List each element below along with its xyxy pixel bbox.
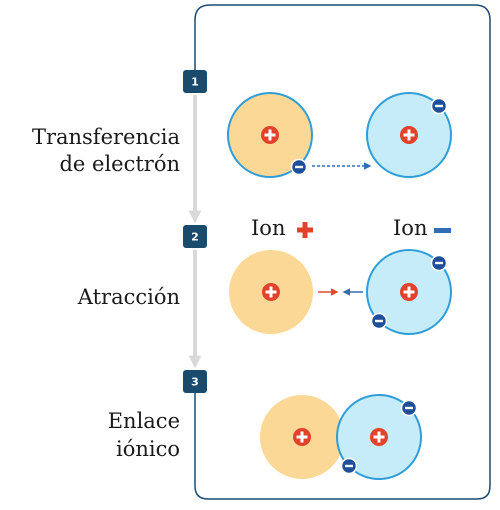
electron-minus-icon: [430, 254, 448, 272]
step-3-label-line-2: iónico: [116, 437, 180, 461]
step-1-atoms: [227, 92, 452, 178]
step-3-bond: [260, 394, 422, 480]
svg-text:2: 2: [191, 231, 199, 244]
plus-charge-icon: [400, 283, 418, 301]
step-badge-1: 1: [183, 70, 207, 93]
electron-minus-icon: [340, 457, 358, 475]
electron-minus-icon: [370, 312, 388, 330]
electron-minus-icon: [430, 97, 448, 115]
plus-charge-icon: [262, 283, 280, 301]
panel-frame: [194, 4, 491, 500]
step-badge-3: 3: [183, 370, 207, 393]
plus-charge-icon: [370, 428, 388, 446]
plus-charge-icon: [293, 428, 311, 446]
electron-minus-icon: [400, 399, 418, 417]
step-2-ions: [229, 249, 452, 335]
svg-text:3: 3: [191, 376, 199, 389]
plus-charge-icon: [400, 126, 418, 144]
step-1-label-line-2: de electrón: [59, 152, 180, 176]
blue-minus-icon: [434, 228, 451, 233]
positive-ion-label: Ion: [251, 216, 285, 240]
negative-ion-label: Ion: [393, 216, 427, 240]
svg-text:1: 1: [191, 76, 199, 89]
step-2-label: Atracción: [77, 285, 180, 309]
step-3-label-line-1: Enlace: [108, 409, 180, 433]
electron-minus-icon: [290, 158, 308, 176]
step-1-label-line-1: Transferencia: [32, 125, 180, 149]
plus-charge-icon: [261, 126, 279, 144]
red-plus-icon: [297, 222, 313, 238]
step-badge-2: 2: [183, 225, 207, 248]
